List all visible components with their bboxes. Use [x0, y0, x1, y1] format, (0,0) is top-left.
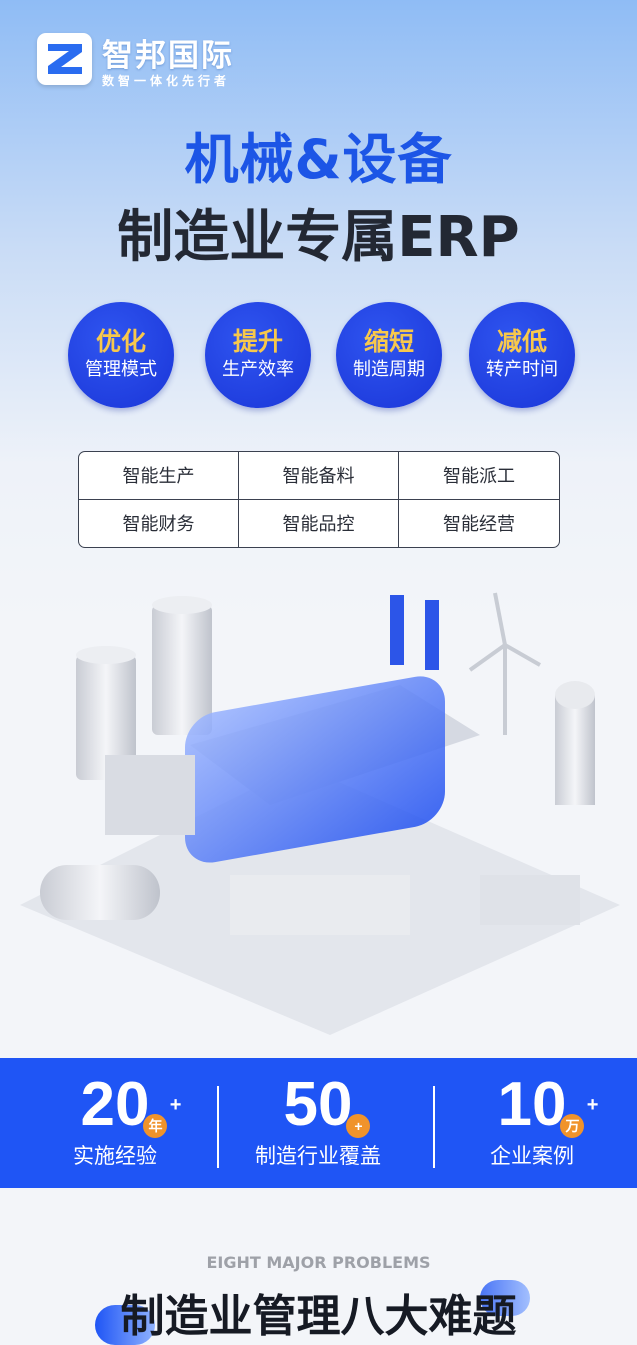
- decorative-pill: [480, 1280, 530, 1316]
- feature-cell: 智能经营: [443, 514, 515, 536]
- feature-grid: 智能生产 智能备料 智能派工 智能财务 智能品控 智能经营: [78, 451, 560, 548]
- stat-label: 企业案例: [490, 1144, 574, 1168]
- container-unit: [105, 755, 195, 835]
- wind-turbine-icon: [468, 592, 541, 735]
- blue-column: [425, 600, 439, 670]
- stat-number: 50: [283, 1070, 353, 1139]
- feature-cell: 智能品控: [239, 499, 399, 547]
- benefit-circle: 提升生产效率: [205, 302, 311, 408]
- stat-plus: +: [169, 1094, 182, 1116]
- benefit-circle: 优化管理模式: [68, 302, 174, 408]
- stat-number: 10: [497, 1070, 567, 1139]
- conveyor-platform: [230, 875, 410, 935]
- benefit-text: 生产效率: [222, 359, 294, 380]
- scrubber-tower: [555, 681, 595, 805]
- stat-label: 制造行业覆盖: [255, 1144, 381, 1168]
- stat-number: 20: [80, 1070, 150, 1139]
- benefit-text: 制造周期: [353, 359, 425, 380]
- stat-badge: 万: [560, 1114, 585, 1138]
- feature-cell: 智能备料: [239, 452, 399, 500]
- workstation-shelter: [480, 875, 580, 925]
- storage-tank-icon: [152, 596, 212, 735]
- hero-title-line1: 机械&设备: [184, 128, 453, 191]
- feature-cell: 智能派工: [399, 452, 559, 500]
- stats-band: [0, 1058, 637, 1188]
- stat-badge: 年: [143, 1114, 168, 1138]
- benefit-highlight: 提升: [232, 327, 283, 356]
- stat-divider: [433, 1086, 435, 1168]
- benefit-highlight: 优化: [95, 327, 146, 356]
- glass-chamber: [185, 676, 445, 863]
- benefit-text: 转产时间: [486, 359, 558, 380]
- stat-plus: +: [586, 1094, 599, 1116]
- section-title: 制造业管理八大难题: [120, 1291, 517, 1342]
- section-eyebrow: EIGHT MAJOR PROBLEMS: [206, 1253, 431, 1272]
- benefit-circle: 减低转产时间: [469, 302, 575, 408]
- hero-title-line2: 制造业专属ERP: [117, 205, 520, 270]
- factory-illustration: [20, 592, 620, 1035]
- benefit-highlight: 缩短: [363, 327, 414, 356]
- benefit-circle: 缩短制造周期: [336, 302, 442, 408]
- boiler-tank: [40, 865, 160, 920]
- benefit-highlight: 减低: [496, 327, 547, 356]
- stat-divider: [217, 1086, 219, 1168]
- brand-tagline: 数智一体化先行者: [102, 74, 231, 88]
- stat-label: 实施经验: [73, 1144, 157, 1168]
- storage-tank-icon: [76, 646, 136, 780]
- z-logo-icon: [47, 44, 82, 74]
- stat-industries: 50+ 制造行业覆盖: [218, 1072, 418, 1170]
- brand-name: 智邦国际: [102, 38, 234, 74]
- feature-cell: 智能财务: [79, 499, 239, 547]
- blue-column: [390, 595, 404, 665]
- brand-logo: [37, 33, 92, 85]
- feature-cell: 智能生产: [79, 452, 239, 500]
- benefit-text: 管理模式: [85, 359, 157, 380]
- stat-badge: +: [346, 1114, 371, 1138]
